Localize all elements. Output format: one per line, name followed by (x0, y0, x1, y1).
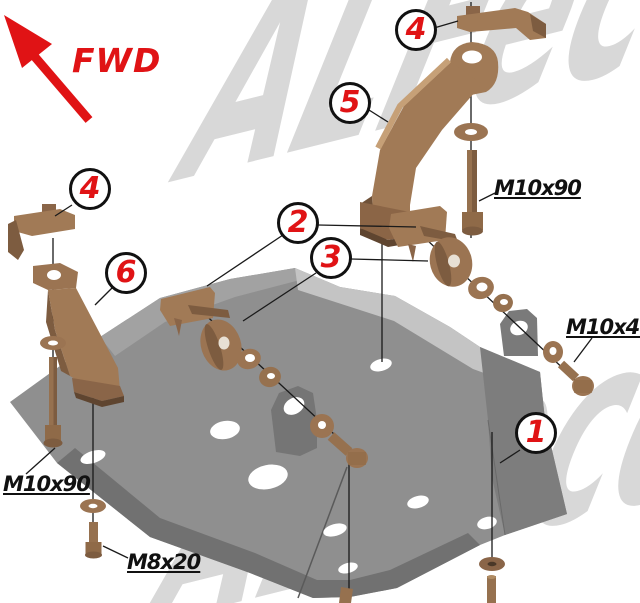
callout-5: 5 (329, 82, 371, 124)
washer-stack-right (429, 237, 563, 363)
plate-rear-ear (500, 309, 538, 356)
callout-3: 3 (310, 237, 352, 279)
clamp-4-left (8, 204, 75, 260)
callout-2: 2 (277, 202, 319, 244)
bolt-m10x90-left (43, 357, 63, 448)
bolt-m8x20 (80, 499, 106, 559)
fastener-bottom-center (339, 587, 353, 603)
leader-lines (25, 20, 593, 559)
bracket-6 (33, 263, 124, 407)
bolt-front-ear (327, 432, 368, 468)
bolt-size-label-m8x20: M8x20 (127, 550, 201, 574)
washer-left-top (40, 336, 66, 350)
bolt-size-label-m10x40: M10x40 (566, 315, 640, 339)
fwd-arrow (4, 15, 93, 123)
bolt-size-label-m10x90-left: M10x90 (3, 472, 91, 496)
callout-4-top-right: 4 (395, 9, 437, 51)
bolt-m10x40 (557, 360, 594, 396)
bolt-m10x90-right (462, 150, 483, 236)
callout-1: 1 (515, 412, 557, 454)
washer-bottom-right (479, 557, 505, 571)
callout-6: 6 (105, 252, 147, 294)
clamp-4-right (457, 6, 546, 40)
bolt-size-label-m10x90-right: M10x90 (494, 176, 582, 200)
washer-stack-left (200, 319, 334, 438)
plate-holes (80, 358, 497, 574)
bolt-bottom-right (487, 575, 496, 603)
fwd-direction-label: FWD (72, 41, 162, 80)
callout-4-left: 4 (69, 168, 111, 210)
bracket-2-left (160, 287, 230, 336)
washer-right-top (454, 123, 488, 141)
